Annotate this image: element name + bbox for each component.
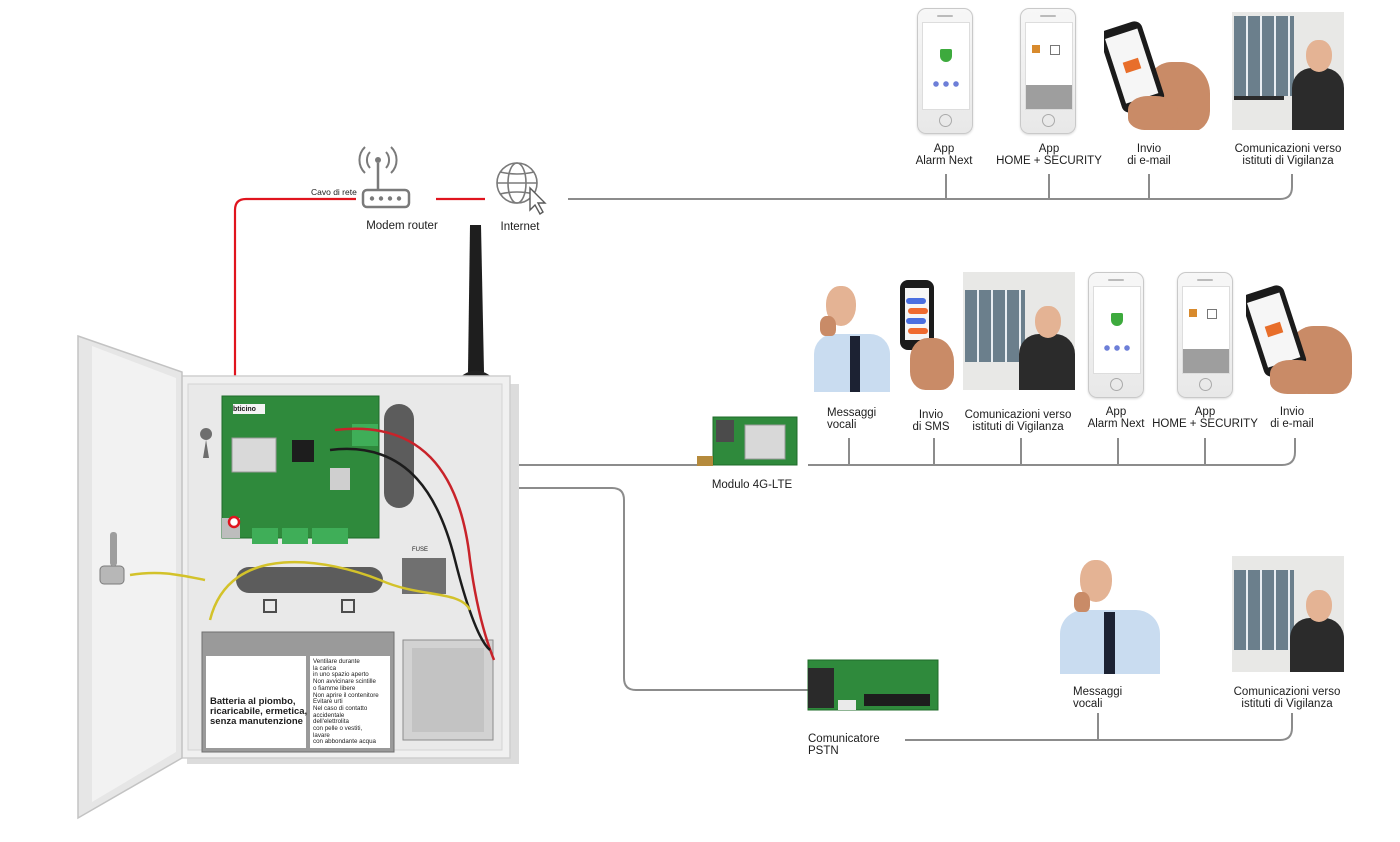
battery-warning: Evitare urti (313, 698, 343, 706)
home-icon (1032, 45, 1040, 53)
lte-target-label-2: Invio di SMS (912, 409, 949, 433)
phone-home-security-image-2 (1177, 272, 1233, 398)
alarm-panel (77, 225, 519, 820)
pstn-board (807, 659, 939, 711)
label-line2: HOME + SECURITY (1152, 418, 1258, 430)
pstn-label-line2: PSTN (808, 745, 839, 757)
battery-warnings: Ventilare durante la carica in uno spazi… (313, 658, 379, 746)
cable-label: Cavo di rete (311, 187, 357, 197)
internet-label: Internet (500, 221, 540, 233)
label-line2: vocali (1073, 698, 1103, 710)
label-line1: Invio (1136, 143, 1162, 155)
security-operator-photo-2 (963, 272, 1075, 390)
battery-warning: o fiamme libere (313, 684, 356, 692)
label-line2: istituti di Vigilanza (972, 421, 1064, 433)
lte-target-label-4: App Alarm Next (1088, 406, 1145, 430)
internet-target-label-1: App Alarm Next (916, 143, 973, 167)
security-operator-photo-3 (1232, 556, 1344, 672)
pstn-label: Comunicatore PSTN (808, 733, 880, 757)
pstn-label-line1: Comunicatore (808, 733, 880, 745)
label-line2: vocali (827, 419, 857, 431)
battery-title-line: senza manutenzione (210, 716, 303, 727)
battery-warning: Non avvicinare scintille (313, 678, 376, 686)
label-line2: Alarm Next (915, 155, 973, 167)
battery-warning: Nel caso di contatto (313, 704, 368, 712)
board-brand: bticino (233, 406, 256, 413)
cursor-icon (529, 186, 547, 216)
device-icon (1050, 45, 1060, 55)
internet-target-label-4: Comunicazioni verso istituti di Vigilanz… (1235, 143, 1342, 167)
label-line2: di e-mail (1270, 418, 1314, 430)
label-line1: Invio (1279, 406, 1305, 418)
antenna-icon (468, 225, 484, 372)
lte-module-label: Modulo 4G-LTE (711, 479, 793, 491)
battery-title-line: ricaricabile, ermetica, (210, 706, 308, 717)
internet-target-label-3: Invio di e-mail (1127, 143, 1170, 167)
lte-target-label-1: Messaggi vocali (827, 407, 876, 431)
battery-warning: con pelle o vestiti, (313, 725, 363, 733)
email-phone-photo-2 (1246, 282, 1352, 394)
label-line1: Invio (918, 409, 944, 421)
lte-target-label-3: Comunicazioni verso istituti di Vigilanz… (965, 409, 1072, 433)
label-line2: HOME + SECURITY (996, 155, 1102, 167)
label-line2: di e-mail (1127, 155, 1171, 167)
label-line2: Alarm Next (1087, 418, 1145, 430)
pstn-target-label-1: Messaggi vocali (1073, 686, 1122, 710)
battery-warning: in uno spazio aperto (313, 671, 369, 679)
panel-to-pstn-line (383, 487, 808, 691)
voice-message-man-photo-2 (1050, 556, 1160, 674)
battery-warning: la carica (313, 664, 337, 672)
internet-bus-line (568, 174, 1293, 200)
phone-alarm-next-image (917, 8, 973, 134)
lte-module (697, 416, 798, 466)
globe-icon (496, 162, 538, 204)
network-cable (233, 197, 485, 520)
phone-home-security-image (1020, 8, 1076, 134)
voice-message-man-photo (800, 280, 890, 392)
pstn-target-label-2: Comunicazioni verso istituti di Vigilanz… (1234, 686, 1341, 710)
label-line1: Messaggi (827, 407, 877, 419)
label-line1: App (1194, 406, 1216, 418)
email-phone-photo (1104, 16, 1210, 130)
label-line1: App (1105, 406, 1127, 418)
sms-phone-photo (896, 280, 954, 392)
phone-alarm-next-image-2 (1088, 272, 1144, 398)
internet-target-label-2: App HOME + SECURITY (996, 143, 1102, 167)
lte-target-label-6: Invio di e-mail (1270, 406, 1313, 430)
battery-title-line: Batteria al piombo, (210, 696, 296, 707)
label-line1: Comunicazioni verso (1233, 686, 1341, 698)
battery-warning: con abbondante acqua (313, 738, 376, 746)
device-icon (1207, 309, 1217, 319)
battery-warning: dell'elettrolita (313, 718, 349, 726)
battery-warning: Ventilare durante (313, 658, 360, 665)
label-line1: App (933, 143, 955, 155)
battery-warning: lavare (313, 731, 330, 739)
lte-bus-line (808, 438, 1296, 466)
battery-warning: accidentale (313, 711, 345, 719)
shield-icon (1111, 313, 1123, 326)
home-icon (1189, 309, 1197, 317)
fuse-label: FUSE (412, 547, 429, 553)
battery-title: Batteria al piombo, ricaricabile, ermeti… (210, 697, 307, 727)
label-line1: Comunicazioni verso (964, 409, 1072, 421)
modem-router-label: Modem router (366, 220, 438, 232)
pstn-bus-line (905, 713, 1293, 741)
lte-target-label-5: App HOME + SECURITY (1152, 406, 1258, 430)
shield-icon (940, 49, 952, 62)
label-line1: Messaggi (1073, 686, 1123, 698)
battery-warning: Non aprire il contenitore (313, 691, 379, 699)
label-line1: App (1038, 143, 1060, 155)
label-line2: di SMS (912, 421, 950, 433)
security-operator-photo (1232, 12, 1344, 130)
router-icon (358, 146, 411, 209)
label-line2: istituti di Vigilanza (1241, 698, 1333, 710)
label-line2: istituti di Vigilanza (1242, 155, 1334, 167)
label-line1: Comunicazioni verso (1234, 143, 1342, 155)
